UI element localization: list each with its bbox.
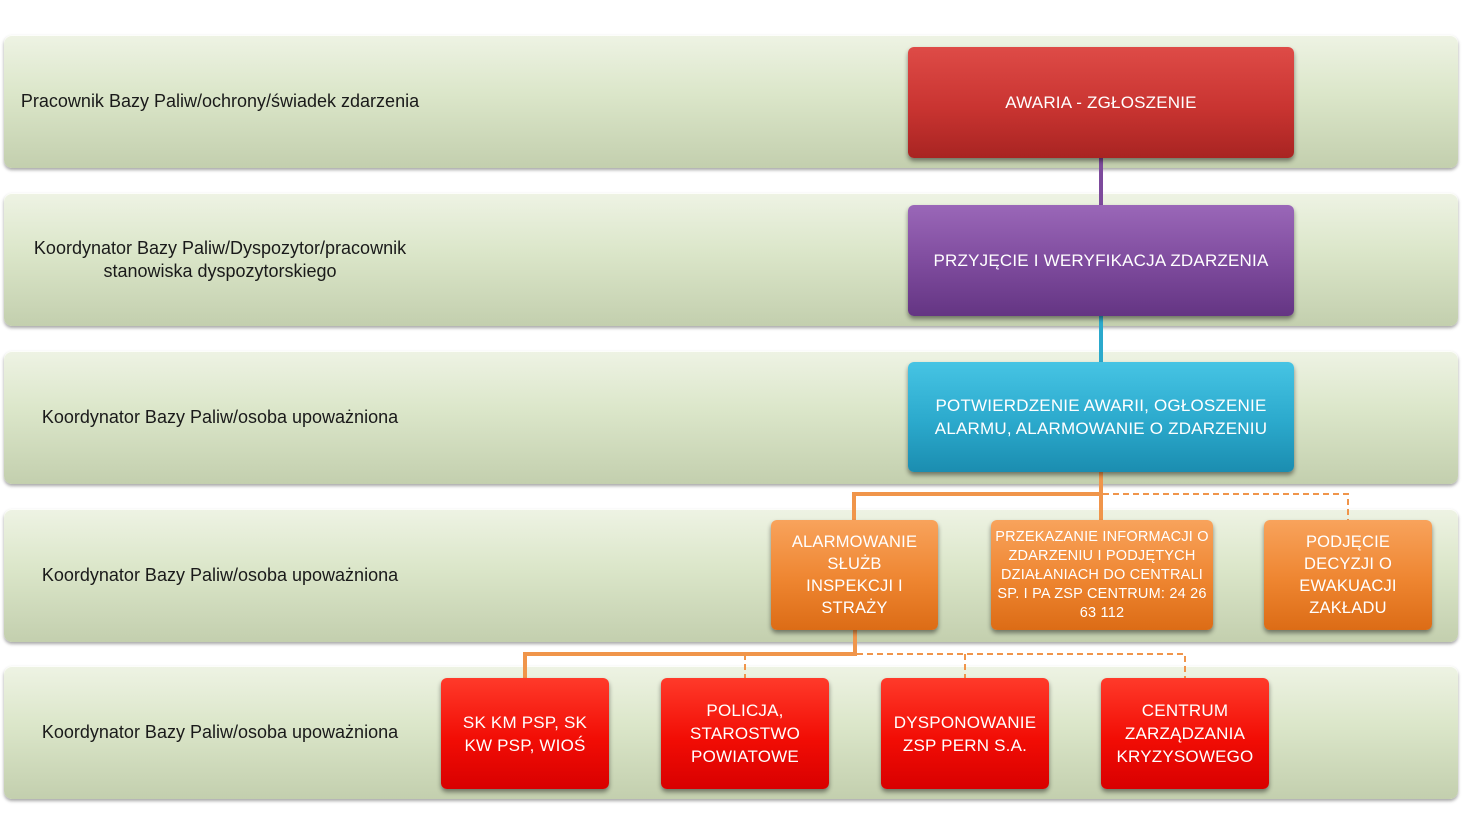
box-evacuation-decision: PODJĘCIE DECYZJI O EWAKUACJI ZAKŁADU	[1264, 520, 1432, 630]
box-inform-central: PRZEKAZANIE INFORMACJI O ZDARZENIU I POD…	[991, 520, 1213, 630]
connector-confirm-evacuation	[1103, 493, 1349, 520]
box-psp-wios: SK KM PSP, SK KW PSP, WIOŚ	[441, 678, 609, 789]
box-police-county: POLICJA, STAROSTWO POWIATOWE	[661, 678, 829, 789]
lane-label-reporter: Pracownik Bazy Paliw/ochrony/świadek zda…	[20, 91, 420, 111]
lane-authorized-2	[4, 509, 1458, 642]
box-crisis-center: CENTRUM ZARZĄDZANIA KRYZYSOWEGO	[1101, 678, 1269, 789]
box-receive-verify: PRZYJĘCIE I WERYFIKACJA ZDARZENIA	[908, 205, 1294, 316]
box-alarm-services: ALARMOWANIE SŁUŻB INSPEKCJI I STRAŻY	[771, 520, 938, 630]
lane-label-authorized-3: Koordynator Bazy Paliw/osoba upoważniona	[41, 722, 399, 742]
lane-label-authorized-2: Koordynator Bazy Paliw/osoba upoważniona	[41, 565, 399, 585]
connector-confirm-alarm	[852, 472, 1103, 520]
lane-label-dispatcher: Koordynator Bazy Paliw/Dyspozytor/pracow…	[33, 237, 407, 281]
lane-label-authorized-1: Koordynator Bazy Paliw/osoba upoważniona	[41, 407, 399, 427]
box-failure-report: AWARIA - ZGŁOSZENIE	[908, 47, 1294, 158]
connector-alarm-others	[857, 653, 1186, 678]
connector-alarm-psp	[523, 630, 857, 678]
box-confirm-alarm: POTWIERDZENIE AWARII, OGŁOSZENIE ALARMU,…	[908, 362, 1294, 472]
box-dispatch-zsp: DYSPONOWANIE ZSP PERN S.A.	[881, 678, 1049, 789]
